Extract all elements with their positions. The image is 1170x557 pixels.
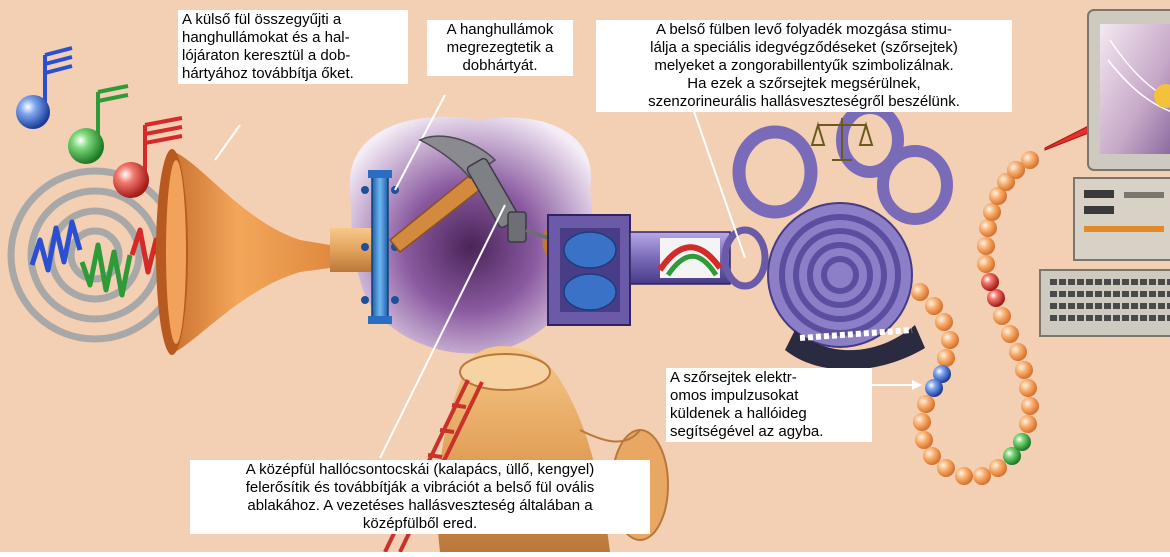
caption-line: A belső fülben levő folyadék mozgása sti…	[600, 21, 1008, 39]
caption-line: A külső fül összegyűjti a	[182, 11, 404, 29]
caption-line: melyeket a zongorabillentyűk szimbolizál…	[600, 57, 1008, 75]
caption-line: A szőrsejtek elektr-	[670, 369, 868, 387]
caption-line: lójáraton keresztül a dob-	[182, 47, 404, 65]
middle-ear-caption: A középfül hallócsontocskái (kalapács, ü…	[190, 460, 650, 534]
caption-line: hártyához továbbítja őket.	[182, 65, 404, 83]
ear-drum-caption: A hanghullámok megrezegtetik a dobhártyá…	[427, 20, 573, 76]
caption-line: Ha ezek a szőrsejtek megsérülnek,	[600, 75, 1008, 93]
caption-line: omos impulzusokat	[670, 387, 868, 405]
caption-line: megrezegtetik a	[431, 39, 569, 57]
inner-ear-caption: A belső fülben levő folyadék mozgása sti…	[596, 20, 1012, 112]
caption-line: dobhártyát.	[431, 57, 569, 75]
caption-line: segítségével az agyba.	[670, 423, 868, 441]
caption-line: felerősítik és továbbítják a vibrációt a…	[194, 479, 646, 497]
caption-line: A hanghullámok	[431, 21, 569, 39]
caption-line: ablakához. A vezetéses hallásveszteség á…	[194, 497, 646, 515]
caption-line: középfülből ered.	[194, 515, 646, 533]
oval-window	[548, 215, 630, 325]
caption-line: küldenek a hallóideg	[670, 405, 868, 423]
outer-ear-caption: A külső fül összegyűjti a hanghullámokat…	[178, 10, 408, 84]
caption-line: lálja a speciális idegvégződéseket (szőr…	[600, 39, 1008, 57]
hair-cells-caption: A szőrsejtek elektr- omos impulzusokat k…	[666, 368, 872, 442]
caption-line: hanghullámokat és a hal-	[182, 29, 404, 47]
caption-line: szenzorineurális hallásveszteségről besz…	[600, 93, 1008, 111]
caption-line: A középfül hallócsontocskái (kalapács, ü…	[194, 461, 646, 479]
